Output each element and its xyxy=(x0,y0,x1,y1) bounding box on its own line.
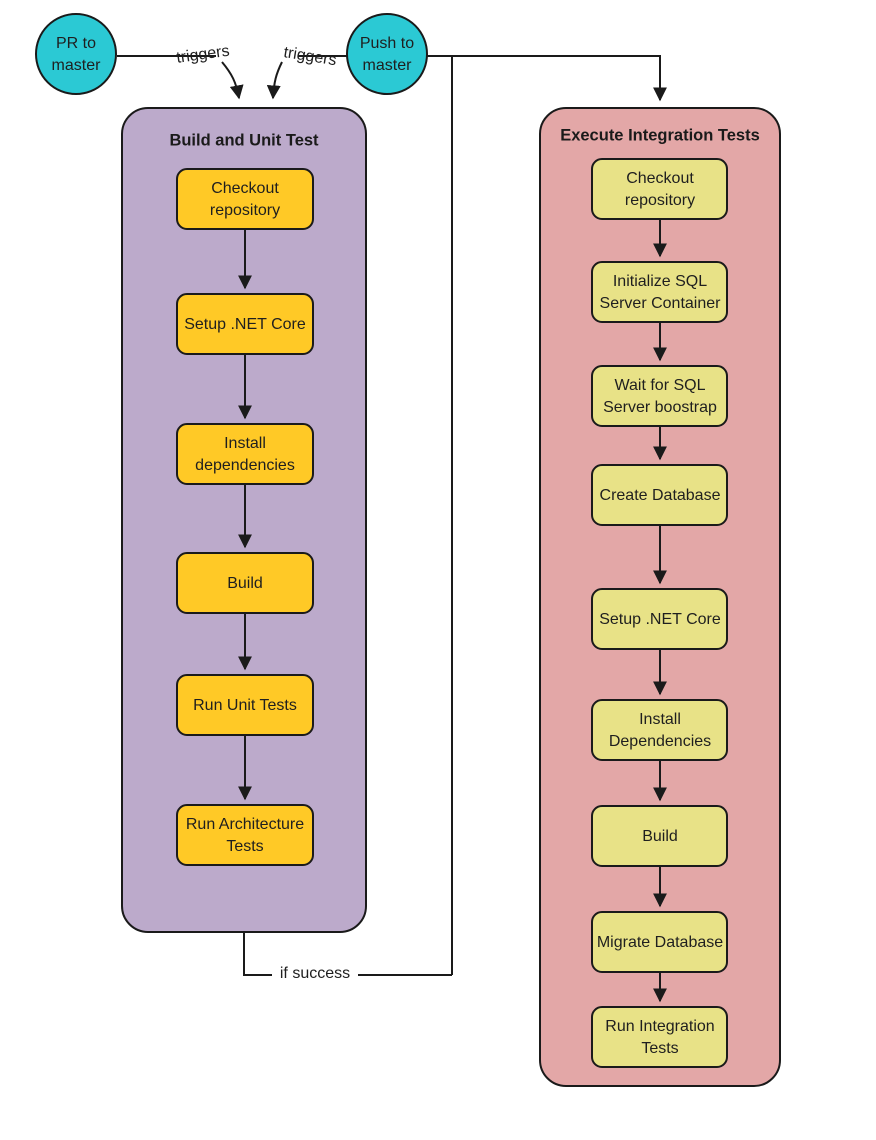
node-build-checkout-repository-line1: Checkout xyxy=(211,180,279,197)
node-integration-checkout-repository-box[interactable] xyxy=(591,158,728,220)
node-integration-install-dependencies-box[interactable] xyxy=(591,699,728,761)
push-to-master-circle[interactable] xyxy=(346,13,428,95)
node-integration-initialize-sql-server-container-box[interactable] xyxy=(591,261,728,323)
node-build-run-unit-tests-line1: Run Unit Tests xyxy=(193,697,297,714)
node-integration-initialize-sql-server-container-line1: Initialize SQL xyxy=(613,273,707,290)
node-build-run-unit-tests-box[interactable] xyxy=(176,674,314,736)
pr-to-master-circle[interactable] xyxy=(35,13,117,95)
node-build-run-architecture-tests-line2: Tests xyxy=(226,838,263,855)
push-to-master-label-line2: master xyxy=(363,57,413,74)
node-integration-checkout-repository[interactable]: Checkout repository xyxy=(591,158,728,220)
edge-group-triggers xyxy=(117,55,347,100)
node-build-setup-net-core-box[interactable] xyxy=(176,293,314,355)
node-integration-setup-net-core-line1: Setup .NET Core xyxy=(599,611,721,628)
node-integration-run-integration-tests-box[interactable] xyxy=(591,1006,728,1068)
edge-label-triggers-right: triggers xyxy=(282,44,337,69)
node-integration-install-dependencies-line2: Dependencies xyxy=(609,733,711,750)
node-build-install-dependencies-line1: Install xyxy=(224,435,266,452)
node-build-run-unit-tests[interactable]: Run Unit Tests xyxy=(176,674,314,736)
edge-pr-arrow-to-build xyxy=(221,61,244,100)
edge-push-to-integration xyxy=(427,55,660,975)
node-build-build-box[interactable] xyxy=(176,552,314,614)
node-integration-wait-for-sql-server-bootstrap-line1: Wait for SQL xyxy=(615,377,706,394)
node-integration-build-line1: Build xyxy=(642,828,678,845)
node-build-install-dependencies-box[interactable] xyxy=(176,423,314,485)
node-integration-create-database-box[interactable] xyxy=(591,464,728,526)
pr-to-master-label-line2: master xyxy=(52,57,102,74)
node-integration-migrate-database-line1: Migrate Database xyxy=(597,934,723,951)
push-to-master-label-line1: Push to xyxy=(360,35,414,52)
pr-to-master-label-line1: PR to xyxy=(56,35,96,52)
node-build-checkout-repository-line2: repository xyxy=(210,202,280,219)
node-integration-run-integration-tests-line1: Run Integration xyxy=(605,1018,714,1035)
node-integration-setup-net-core[interactable]: Setup .NET Core xyxy=(591,588,728,650)
node-integration-initialize-sql-server-container-line2: Server Container xyxy=(600,295,722,312)
node-integration-setup-net-core-box[interactable] xyxy=(591,588,728,650)
integration-pipeline-nodes: Checkout repository Initialize SQL Serve… xyxy=(591,158,728,1068)
node-build-install-dependencies[interactable]: Install dependencies xyxy=(176,423,314,485)
edge-push-arrow-to-build xyxy=(266,61,283,100)
node-integration-create-database-line1: Create Database xyxy=(600,487,721,504)
node-integration-build[interactable]: Build xyxy=(591,805,728,867)
node-integration-initialize-sql-server-container[interactable]: Initialize SQL Server Container xyxy=(591,261,728,323)
node-build-checkout-repository[interactable]: Checkout repository xyxy=(176,168,314,230)
cluster-title-execute-integration-tests: Execute Integration Tests xyxy=(560,126,760,144)
node-build-build[interactable]: Build xyxy=(176,552,314,614)
node-build-install-dependencies-line2: dependencies xyxy=(195,457,295,474)
node-build-run-architecture-tests-line1: Run Architecture xyxy=(186,816,304,833)
node-build-setup-net-core[interactable]: Setup .NET Core xyxy=(176,293,314,355)
node-build-build-line1: Build xyxy=(227,575,263,592)
if-success-label-backdrop xyxy=(272,963,358,985)
node-integration-install-dependencies-line1: Install xyxy=(639,711,681,728)
node-integration-migrate-database[interactable]: Migrate Database xyxy=(591,911,728,973)
trigger-node-push-to-master[interactable]: Push to master xyxy=(346,13,428,95)
node-build-setup-net-core-line1: Setup .NET Core xyxy=(184,316,306,333)
node-integration-checkout-repository-line2: repository xyxy=(625,192,695,209)
node-integration-run-integration-tests[interactable]: Run Integration Tests xyxy=(591,1006,728,1068)
node-integration-wait-for-sql-server-bootstrap-line2: Server boostrap xyxy=(603,399,717,416)
node-integration-wait-for-sql-server-bootstrap[interactable]: Wait for SQL Server boostrap xyxy=(591,365,728,427)
node-integration-build-box[interactable] xyxy=(591,805,728,867)
node-integration-wait-for-sql-server-bootstrap-box[interactable] xyxy=(591,365,728,427)
build-pipeline-nodes: Checkout repository Setup .NET Core Inst… xyxy=(176,168,314,866)
node-build-run-architecture-tests[interactable]: Run Architecture Tests xyxy=(176,804,314,866)
trigger-node-pr-to-master[interactable]: PR to master xyxy=(35,13,117,95)
node-integration-migrate-database-box[interactable] xyxy=(591,911,728,973)
node-integration-create-database[interactable]: Create Database xyxy=(591,464,728,526)
edge-label-if-success-text: if success xyxy=(280,965,350,982)
node-build-checkout-repository-box[interactable] xyxy=(176,168,314,230)
cluster-title-build-and-unit-test: Build and Unit Test xyxy=(169,131,319,149)
node-integration-install-dependencies[interactable]: Install Dependencies xyxy=(591,699,728,761)
edge-if-success xyxy=(243,932,452,976)
node-build-run-architecture-tests-box[interactable] xyxy=(176,804,314,866)
node-integration-run-integration-tests-line2: Tests xyxy=(641,1040,678,1057)
node-integration-checkout-repository-line1: Checkout xyxy=(626,170,694,187)
